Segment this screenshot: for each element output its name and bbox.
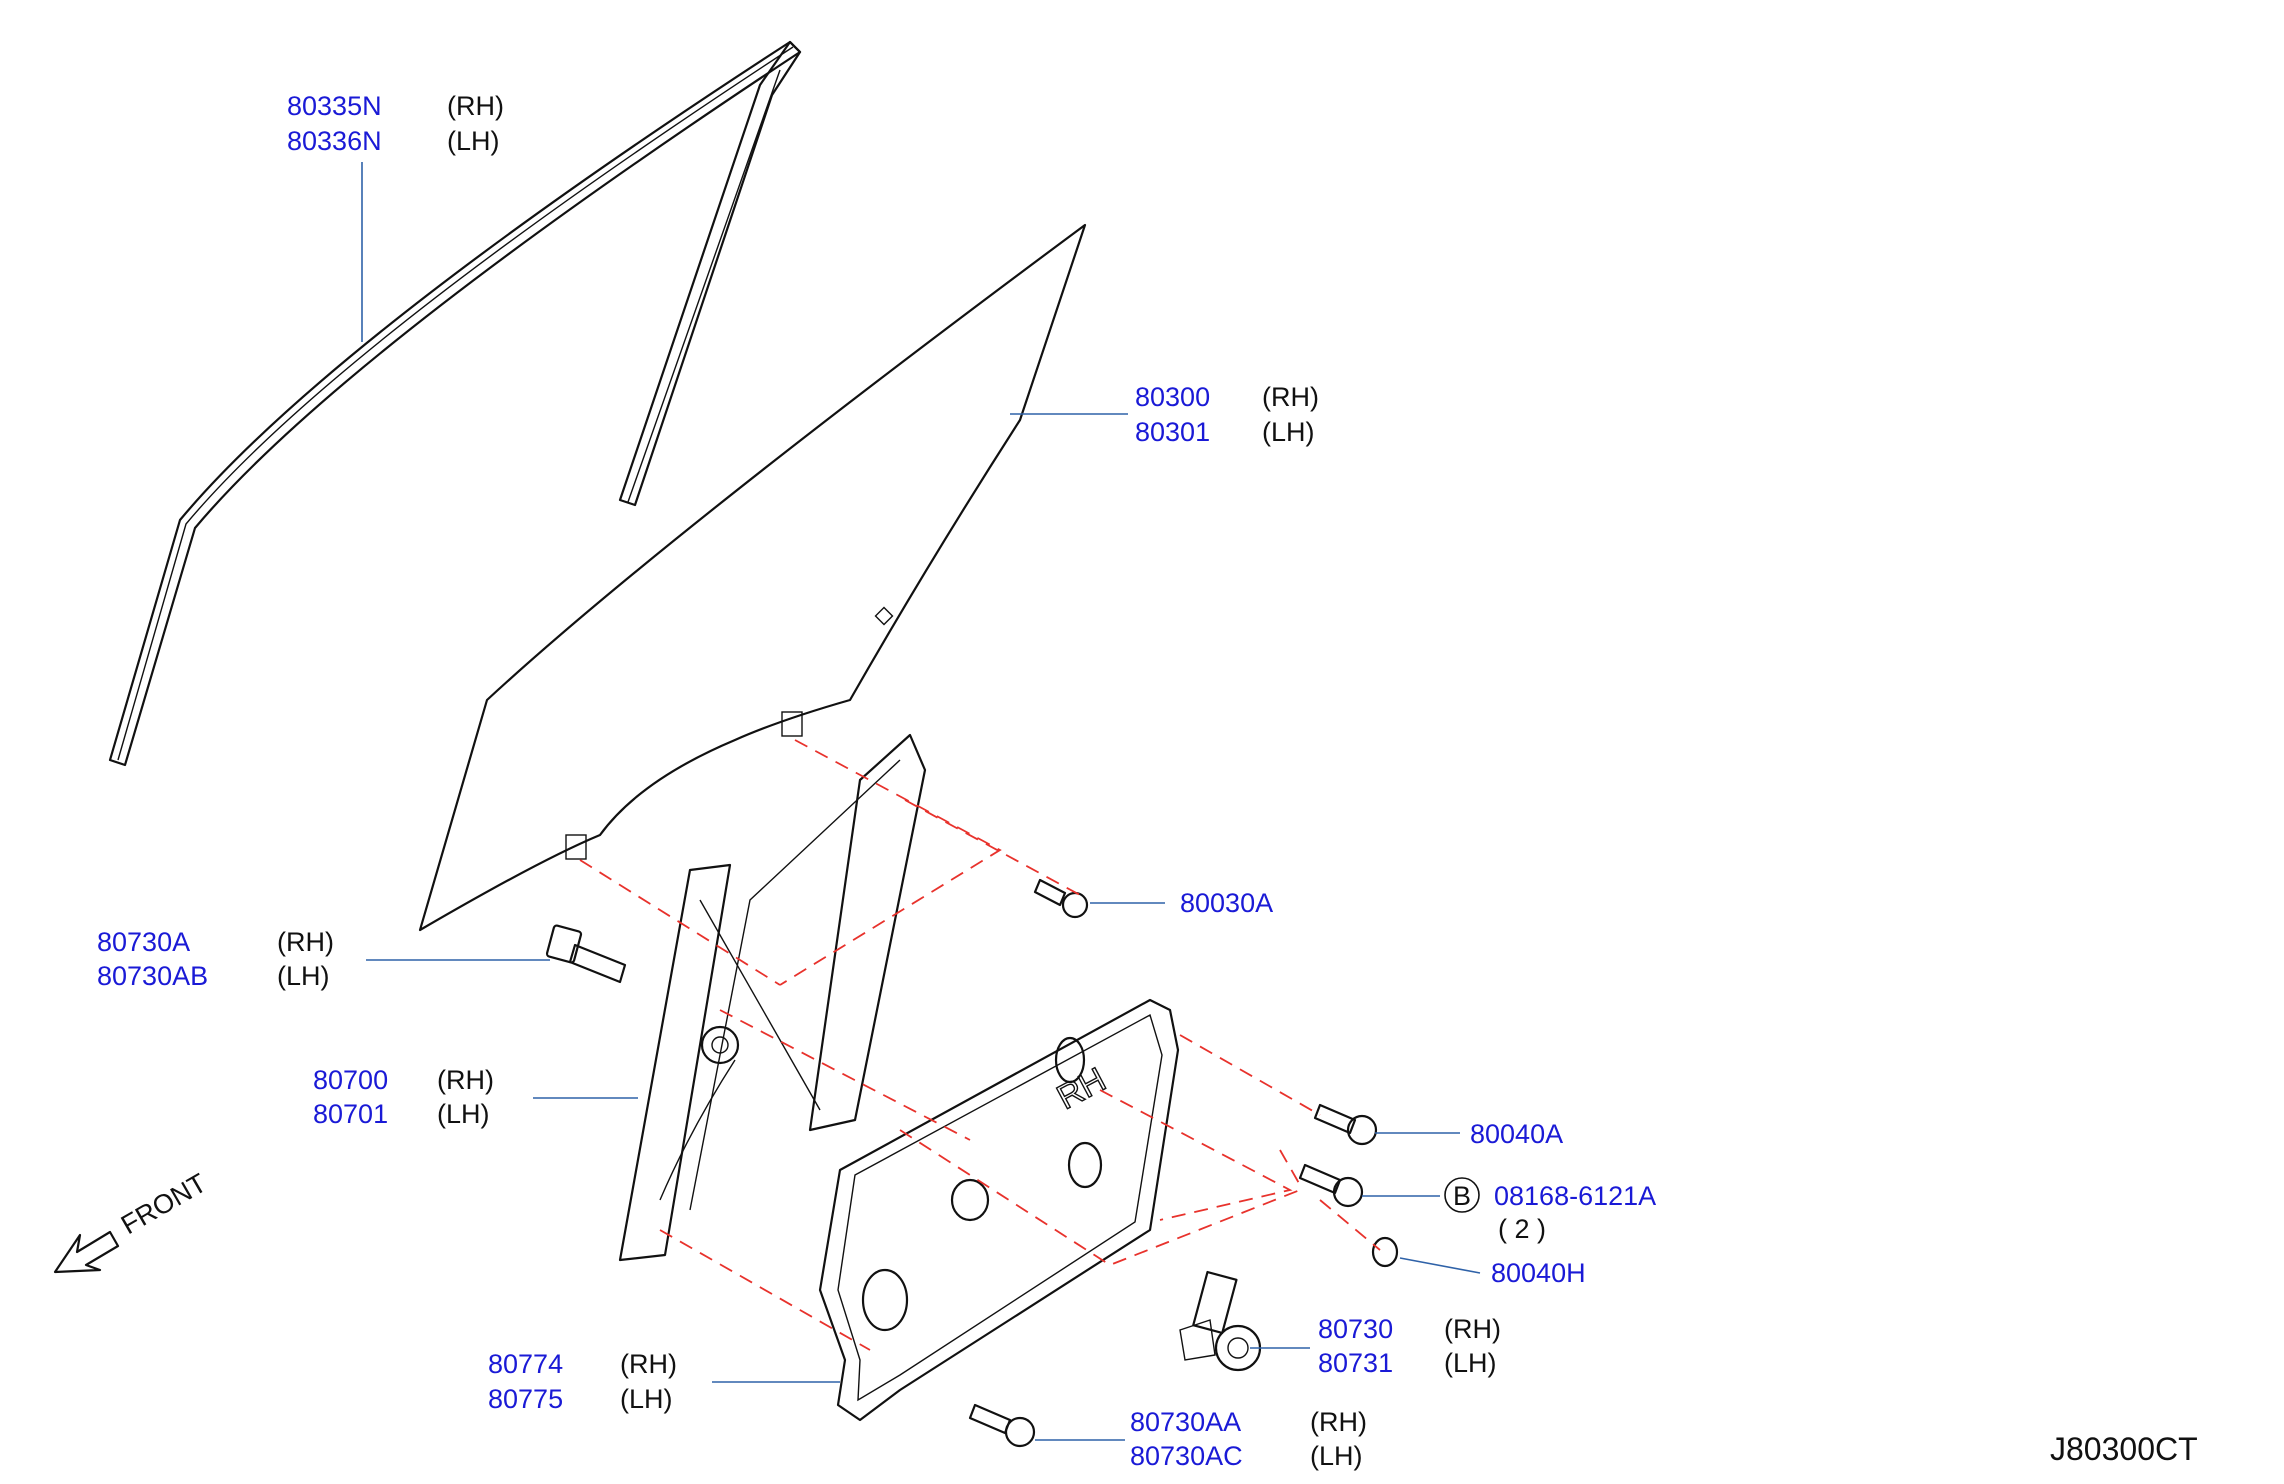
part-number-lh[interactable]: 80731 (1318, 1348, 1393, 1378)
part-number-rh[interactable]: 80774 (488, 1349, 563, 1379)
side-label: (RH) (447, 91, 504, 121)
callout-module-bolt: 80040A (1470, 1119, 1563, 1149)
side-label: (RH) (1262, 382, 1319, 412)
side-label: (LH) (437, 1099, 490, 1129)
part-number-rh[interactable]: 80300 (1135, 382, 1210, 412)
callout-plug: 80040H (1491, 1258, 1586, 1288)
part-number-rh[interactable]: 80700 (313, 1065, 388, 1095)
side-label: (LH) (1310, 1441, 1363, 1471)
side-label: (RH) (1310, 1407, 1367, 1437)
part-number-rh[interactable]: 80335N (287, 91, 382, 121)
regulator-motor-drawing (1179, 1270, 1262, 1372)
part-number-lh[interactable]: 80701 (313, 1099, 388, 1129)
callout-bolt-b: B 08168-6121A ( 2 ) (1444, 1177, 1656, 1244)
reference-marker-circle (1444, 1177, 1480, 1213)
callout-sash-weatherstrip: 80335N (RH) 80336N (LH) (287, 91, 504, 156)
bolt-80730A-drawing (545, 924, 627, 984)
callout-motor-bolt: 80730AA (RH) 80730AC (LH) (1130, 1407, 1367, 1471)
front-direction-indicator: FRONT (53, 1168, 212, 1274)
part-number[interactable]: 80030A (1180, 888, 1273, 918)
side-label: (LH) (447, 126, 500, 156)
plug-80040H-drawing (1371, 1236, 1399, 1268)
front-label: FRONT (116, 1168, 212, 1240)
bolt-80040A-drawing (1313, 1103, 1378, 1146)
part-number[interactable]: 80040A (1470, 1119, 1563, 1149)
part-number-rh[interactable]: 80730 (1318, 1314, 1393, 1344)
diagram-code: J80300CT (2050, 1431, 2198, 1467)
part-number-lh[interactable]: 80775 (488, 1384, 563, 1414)
carrier-plate-drawing: RH (818, 998, 1180, 1422)
callout-regulator-bolt: 80730A (RH) 80730AB (LH) (97, 927, 334, 991)
callout-glass-bolt: 80030A (1180, 888, 1273, 918)
side-label: (RH) (277, 927, 334, 957)
bolt-08168-drawing (1298, 1163, 1364, 1208)
callout-regulator: 80700 (RH) 80701 (LH) (313, 1065, 494, 1129)
front-arrow-icon (53, 1230, 120, 1274)
part-number[interactable]: 80040H (1491, 1258, 1586, 1288)
bolt-80030A-drawing (1033, 878, 1089, 919)
part-number-lh[interactable]: 80730AB (97, 961, 208, 991)
part-number-rh[interactable]: 80730AA (1130, 1407, 1241, 1437)
side-label: (RH) (437, 1065, 494, 1095)
callout-door-glass: 80300 (RH) 80301 (LH) (1135, 382, 1319, 447)
part-number-rh[interactable]: 80730A (97, 927, 190, 957)
bolt-80730AA-drawing (968, 1403, 1036, 1448)
window-regulator-drawing (618, 733, 927, 1262)
plate-stamp: RH (1051, 1060, 1112, 1117)
side-label: (RH) (1444, 1314, 1501, 1344)
side-label: (LH) (277, 961, 330, 991)
installation-guide-lines (579, 739, 1381, 1351)
side-label: (LH) (1444, 1348, 1497, 1378)
side-label: (RH) (620, 1349, 677, 1379)
quantity: ( 2 ) (1498, 1214, 1546, 1244)
part-number-lh[interactable]: 80336N (287, 126, 382, 156)
callout-carrier-plate: 80774 (RH) 80775 (LH) (488, 1349, 677, 1414)
part-number-lh[interactable]: 80730AC (1130, 1441, 1243, 1471)
callout-motor: 80730 (RH) 80731 (LH) (1318, 1314, 1501, 1378)
side-label: (LH) (1262, 417, 1315, 447)
leader-lines (361, 162, 1481, 1441)
reference-marker: B (1453, 1181, 1471, 1211)
part-number[interactable]: 08168-6121A (1494, 1181, 1656, 1211)
part-number-lh[interactable]: 80301 (1135, 417, 1210, 447)
door-glass-drawing (418, 223, 1087, 932)
side-label: (LH) (620, 1384, 673, 1414)
sash-weatherstrip-drawing (108, 40, 802, 767)
